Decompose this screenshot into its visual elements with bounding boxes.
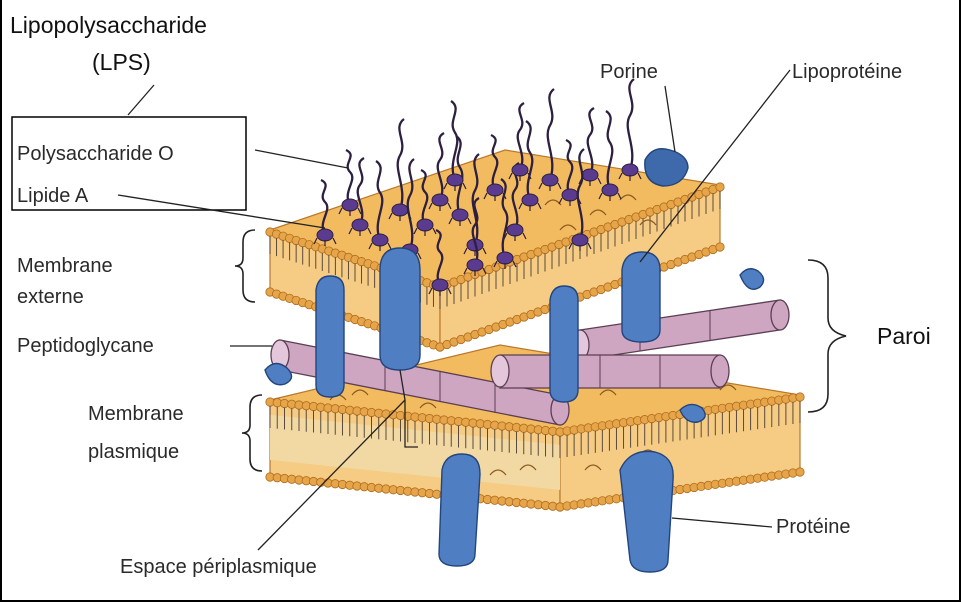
porin <box>380 248 420 370</box>
polysaccharide-o-leader <box>255 150 348 168</box>
porine-leader <box>665 86 675 152</box>
membrane-externe-label-1: Membrane <box>17 255 113 277</box>
lipide-a-label: Lipide A <box>17 185 89 207</box>
peptidoglycan-cylinder <box>571 300 789 360</box>
porin-top <box>645 149 688 186</box>
membrane-protein <box>439 454 480 566</box>
paroi-label: Paroi <box>877 323 931 349</box>
lps-title-leader <box>128 85 154 115</box>
paroi-brace <box>808 260 846 412</box>
lipoproteine-label: Lipoprotéine <box>792 61 902 83</box>
peptidoglycan-cylinder <box>491 355 729 388</box>
lipide-a-leader <box>118 195 325 228</box>
peptidoglycane-label: Peptidoglycane <box>17 335 154 357</box>
proteine-leader <box>672 518 772 527</box>
porine-label: Porine <box>600 61 658 83</box>
membrane-plasmique-label-2: plasmique <box>88 441 179 463</box>
espace-periplasmique-label: Espace périplasmique <box>120 556 317 578</box>
lps-title-line2: (LPS) <box>92 49 151 75</box>
lps-title-line1: Lipopolysaccharide <box>10 12 207 38</box>
membrane-externe-label-2: externe <box>17 286 84 308</box>
membrane-externe-brace <box>235 230 255 302</box>
membrane-protein <box>620 451 673 572</box>
membrane-plasmique-label-1: Membrane <box>88 403 184 425</box>
polysaccharide-o-label: Polysaccharide O <box>17 143 174 165</box>
membrane-protein <box>316 276 344 397</box>
membrane-protein <box>550 286 578 402</box>
membrane-plasmique-brace <box>242 395 262 471</box>
lipoprotein <box>622 252 660 342</box>
floating-protein <box>740 269 764 290</box>
proteine-label: Protéine <box>776 516 851 538</box>
